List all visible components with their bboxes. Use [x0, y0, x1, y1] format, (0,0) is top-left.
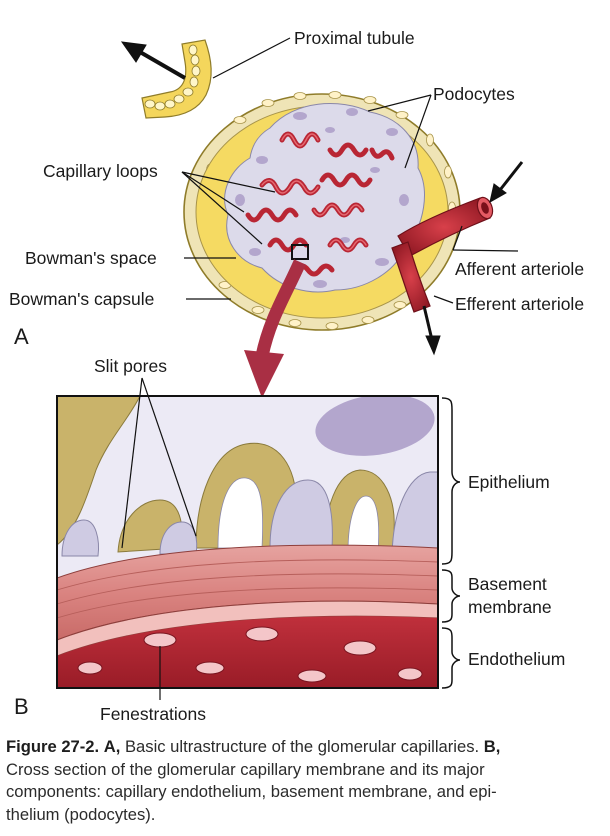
zoom-region-marker	[291, 244, 309, 260]
leader-lines-a	[181, 37, 519, 304]
label-endothelium: Endothelium	[468, 649, 565, 669]
leader-lines-b	[121, 377, 197, 700]
panel-letter-b: B	[14, 694, 29, 719]
label-efferent-arteriole: Efferent arteriole	[455, 294, 584, 314]
proximal-tubule	[141, 39, 212, 119]
panel-b-frame	[56, 395, 439, 689]
afferent-arteriole	[397, 196, 494, 257]
figure-number: Figure 27-2.	[6, 737, 100, 756]
glomerulus-figure: Proximal tubule Podocytes Capillary loop…	[9, 28, 584, 724]
label-epithelium: Epithelium	[468, 472, 550, 492]
label-afferent-arteriole: Afferent arteriole	[455, 259, 584, 279]
label-slit-pores: Slit pores	[94, 356, 167, 376]
label-podocytes: Podocytes	[433, 84, 515, 104]
label-fenestrations: Fenestrations	[100, 704, 206, 724]
caption-line-3: components: capillary endothelium, basem…	[6, 782, 497, 801]
label-capillary-loops: Capillary loops	[43, 161, 158, 181]
braces	[441, 397, 461, 689]
membrane-cross-section	[57, 396, 438, 688]
caption-line-1: Figure 27-2. A, Basic ultrastructure of …	[6, 736, 608, 759]
label-basement-membrane-1: Basement	[468, 574, 547, 594]
caption-line-1-text: Basic ultrastructure of the glomerular c…	[124, 737, 480, 756]
caption-line-4: thelium (podocytes).	[6, 804, 156, 824]
figure-caption: Figure 27-2. A, Basic ultrastructure of …	[6, 736, 608, 826]
caption-a-marker: A,	[103, 737, 121, 756]
flow-arrows	[120, 41, 524, 356]
zoom-arrow	[244, 259, 306, 398]
caption-b-marker: B,	[483, 737, 501, 756]
caption-line-2: Cross section of the glomerular capillar…	[6, 759, 485, 779]
label-bowmans-capsule: Bowman's capsule	[9, 289, 154, 309]
panel-letter-a: A	[14, 324, 29, 349]
efferent-arteriole	[391, 241, 431, 313]
label-basement-membrane-2: membrane	[468, 597, 552, 617]
label-bowmans-space: Bowman's space	[25, 248, 157, 268]
label-proximal-tubule: Proximal tubule	[294, 28, 415, 48]
glomerular-tuft	[224, 103, 425, 293]
